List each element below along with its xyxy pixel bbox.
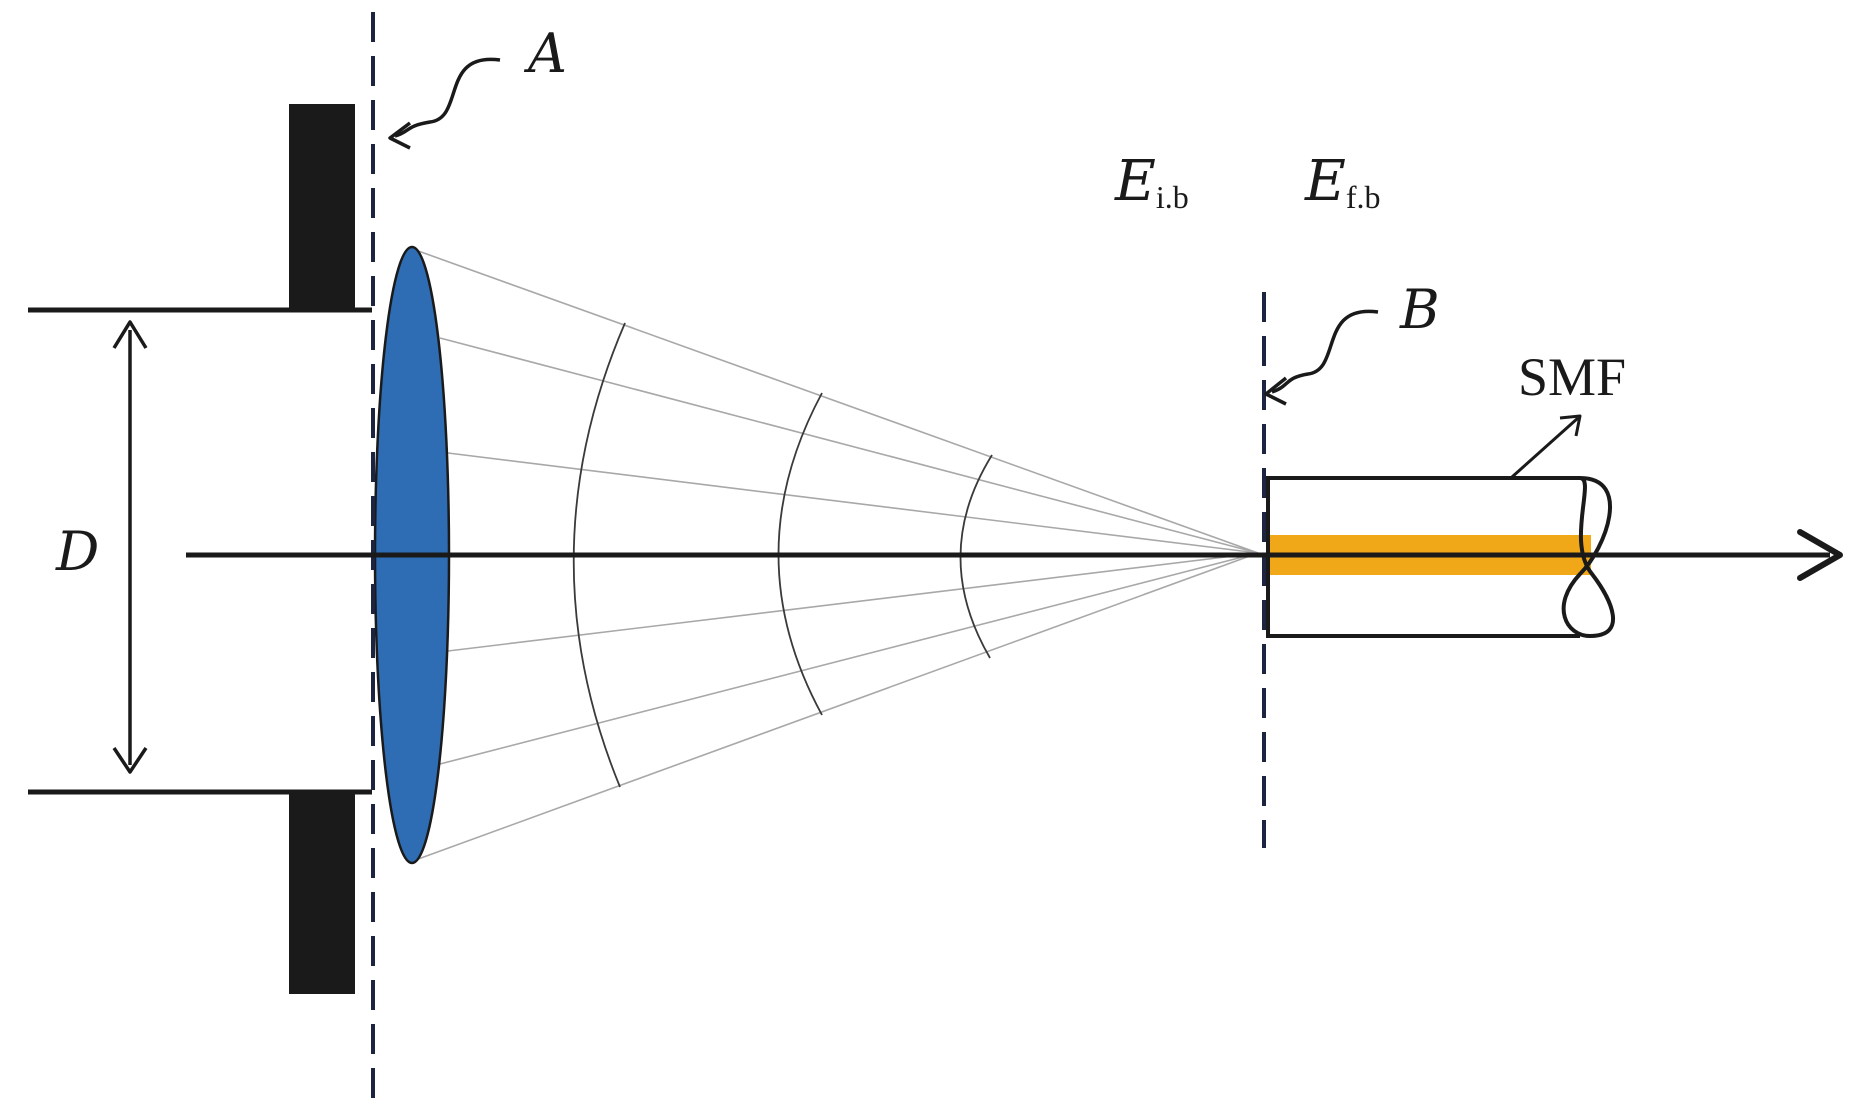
- field-fiber-sub: f.b: [1346, 179, 1381, 215]
- curved-arrow-head: [388, 121, 412, 150]
- ray-5: [439, 552, 1259, 765]
- field-incident-main: E: [1114, 149, 1156, 214]
- aperture-stop-bottom: [289, 792, 355, 994]
- plane-b-pointer: [1264, 309, 1379, 406]
- ray-2: [439, 337, 1259, 554]
- double-arrow-icon: [112, 747, 148, 774]
- plane-a-pointer: [388, 57, 501, 150]
- double-arrow-icon: [112, 320, 148, 349]
- curved-arrow-icon: [394, 57, 501, 138]
- field-fiber-label: Ef.b: [1304, 149, 1381, 215]
- fiber-break-mark: [1561, 476, 1616, 639]
- ray-4: [447, 552, 1259, 652]
- field-incident-label: Ei.b: [1114, 149, 1189, 215]
- field-incident-sub: i.b: [1156, 179, 1189, 215]
- ray-1: [409, 247, 1259, 554]
- fiber-label: SMF: [1518, 347, 1626, 407]
- plane-a-label: A: [523, 22, 567, 85]
- fiber-label-pointer: [1511, 414, 1582, 479]
- ray-6: [409, 552, 1259, 863]
- optical-axis: [186, 529, 1843, 581]
- curved-arrow-icon: [1271, 309, 1379, 394]
- ray-fan: [409, 247, 1259, 863]
- curved-arrow-head: [1264, 376, 1288, 406]
- diameter-indicator: [112, 320, 148, 774]
- diameter-label: D: [55, 520, 99, 583]
- aperture-housing: [28, 104, 372, 994]
- plane-b-label: B: [1399, 278, 1440, 341]
- field-fiber-main: E: [1304, 149, 1346, 214]
- arrowhead-icon: [1797, 529, 1843, 581]
- aperture-stop-top: [289, 104, 355, 308]
- fiber-pointer-line: [1511, 416, 1579, 479]
- arrowhead-icon: [1559, 414, 1582, 437]
- ray-3: [447, 452, 1259, 554]
